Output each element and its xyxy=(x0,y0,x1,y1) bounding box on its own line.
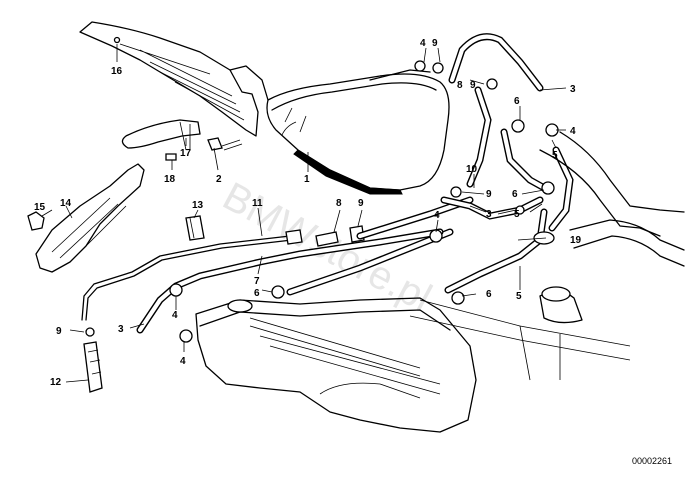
callout-13: 13 xyxy=(192,200,204,211)
callout-6: 6 xyxy=(254,288,260,299)
callout-12: 12 xyxy=(50,377,62,388)
callout-3: 3 xyxy=(118,324,124,335)
callout-5: 5 xyxy=(514,209,520,220)
callout-3: 3 xyxy=(570,84,576,95)
callout-17: 17 xyxy=(180,148,192,159)
callout-8: 8 xyxy=(336,198,342,209)
callout-5: 5 xyxy=(552,150,558,161)
callout-16: 16 xyxy=(111,66,123,77)
callout-18: 18 xyxy=(164,174,176,185)
callout-4: 4 xyxy=(420,38,426,49)
callout-9: 9 xyxy=(486,189,492,200)
callout-labels: 16 4 9 8 9 3 6 4 5 17 18 2 1 10 9 6 3 5 … xyxy=(34,38,582,388)
heat-shield-part-16 xyxy=(79,21,269,137)
callout-14: 14 xyxy=(60,198,72,209)
callout-9: 9 xyxy=(56,326,62,337)
callout-15: 15 xyxy=(34,202,46,213)
vent-pipe-part-11-7 xyxy=(81,229,303,321)
callout-4: 4 xyxy=(434,210,440,221)
callout-9: 9 xyxy=(358,198,364,209)
connector-parts-8-9 xyxy=(315,225,365,247)
callout-4: 4 xyxy=(570,126,576,137)
fuel-tank xyxy=(195,297,477,433)
callout-9: 9 xyxy=(432,38,438,49)
callout-10: 10 xyxy=(466,164,478,175)
screws-parts-18-2 xyxy=(165,137,243,161)
callout-1: 1 xyxy=(304,174,310,185)
callout-6: 6 xyxy=(486,289,492,300)
hose-clamps xyxy=(85,60,559,343)
callout-4: 4 xyxy=(180,356,186,367)
diagram-code: 00002261 xyxy=(632,456,672,466)
callout-5: 5 xyxy=(516,291,522,302)
callout-19: 19 xyxy=(570,235,582,246)
leader-lines xyxy=(41,44,567,383)
heat-shield-part-14 xyxy=(27,163,145,273)
callout-7: 7 xyxy=(254,276,260,287)
callout-2: 2 xyxy=(216,174,222,185)
bracket-part-17 xyxy=(121,119,201,151)
filler-neck-part-19 xyxy=(533,219,685,324)
callout-6: 6 xyxy=(514,96,520,107)
tank-part-1 xyxy=(266,69,450,195)
callout-8: 8 xyxy=(457,80,463,91)
callout-11: 11 xyxy=(252,198,263,209)
callout-9: 9 xyxy=(470,80,476,91)
callout-4: 4 xyxy=(172,310,178,321)
body-frame-lines xyxy=(409,131,685,381)
callout-6: 6 xyxy=(512,189,518,200)
callout-3: 3 xyxy=(486,209,492,220)
clip-part-13 xyxy=(185,215,205,241)
hose-end-part-12 xyxy=(83,341,103,393)
